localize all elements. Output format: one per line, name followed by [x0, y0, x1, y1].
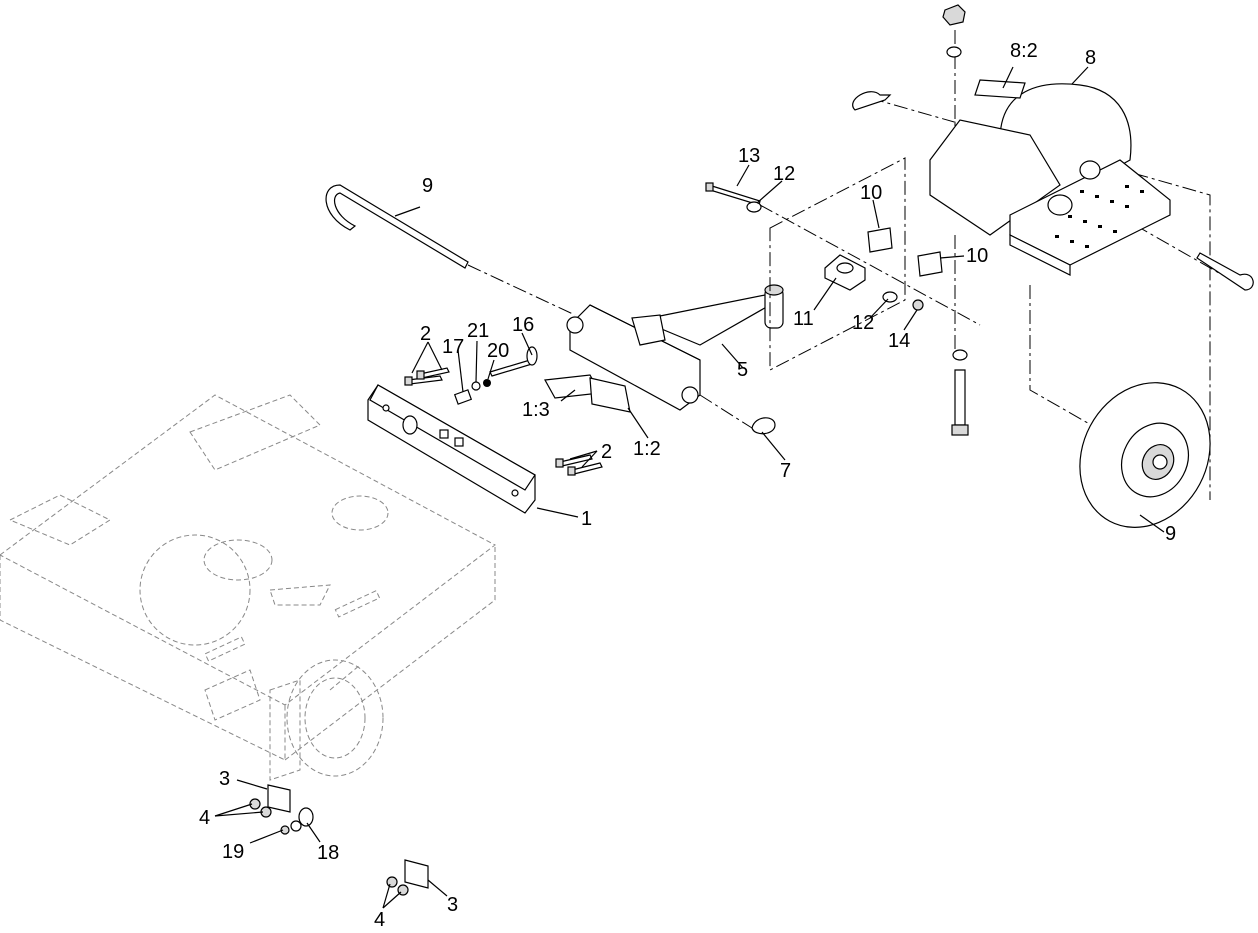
- callout-1-3: 1:3: [522, 399, 550, 421]
- pivot-hardware: [453, 346, 538, 405]
- callout-6: 9: [422, 175, 433, 197]
- caster-platform: [929, 83, 1254, 291]
- bracket-11: [824, 254, 866, 291]
- callout-4-upper: 4: [199, 807, 210, 829]
- callout-5: 5: [737, 359, 748, 381]
- callout-14: 14: [888, 330, 910, 352]
- callout-3-lower: 3: [447, 894, 458, 916]
- callout-13: 13: [738, 145, 760, 167]
- chassis-frame: [0, 394, 496, 781]
- callout-18: 18: [317, 842, 339, 864]
- callout-2-upper: 2: [420, 323, 431, 345]
- callout-10-lower: 10: [966, 245, 988, 267]
- callout-9: 9: [1165, 523, 1176, 545]
- callout-19: 19: [222, 841, 244, 863]
- nut-washer-12-14: [882, 291, 924, 311]
- mount-bracket: [367, 384, 536, 514]
- callout-10-upper: 10: [860, 182, 882, 204]
- callout-2-lower: 2: [601, 441, 612, 463]
- caster-axle-hardware: [942, 4, 969, 436]
- bolt-set-2: [404, 367, 603, 476]
- callout-1: 1: [581, 508, 592, 530]
- callout-3-upper: 3: [219, 768, 230, 790]
- lower-hardware: [249, 784, 429, 896]
- callout-12-upper: 12: [773, 163, 795, 185]
- decal-labels: [544, 374, 631, 413]
- callout-21: 21: [467, 320, 489, 342]
- rod: [325, 184, 576, 316]
- caster-wheel: [1079, 382, 1211, 528]
- bolt-13: [705, 182, 762, 213]
- clip-pin: [852, 91, 892, 111]
- hitch-pin-clip: [699, 394, 776, 435]
- callout-7: 7: [780, 460, 791, 482]
- callout-8-2: 8:2: [1010, 40, 1038, 62]
- callout-12-lower: 12: [852, 312, 874, 334]
- callout-11: 11: [793, 308, 814, 330]
- callout-4-lower: 4: [374, 909, 385, 931]
- spacer-block-10: [867, 227, 943, 277]
- callout-17: 17: [442, 336, 464, 358]
- callout-20: 20: [487, 340, 509, 362]
- callout-16: 16: [512, 314, 534, 336]
- assembly-lines: [759, 30, 1241, 500]
- callout-1-2: 1:2: [633, 438, 661, 460]
- decal-8-2: [974, 79, 1026, 99]
- callout-8: 8: [1085, 47, 1096, 69]
- callouts: 9 13 12 10 10 11 12 14 8:2 8 9 5 7 1 1:2…: [199, 40, 1176, 931]
- leader-lines: [214, 66, 1165, 909]
- platform-holes: [1055, 185, 1144, 248]
